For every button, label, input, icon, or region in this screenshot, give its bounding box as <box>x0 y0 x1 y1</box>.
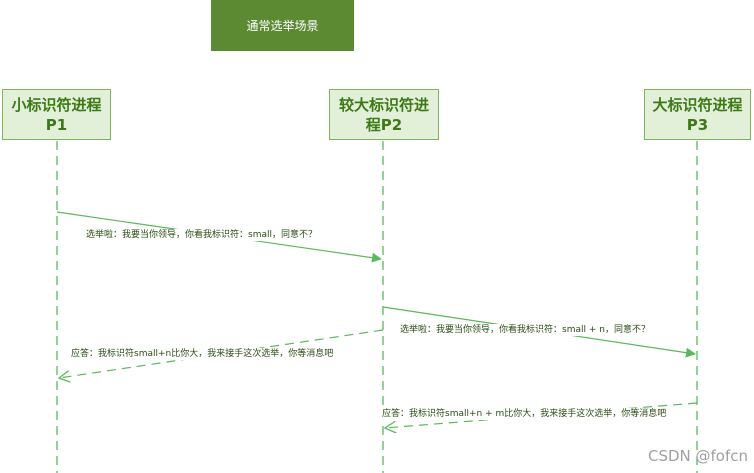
actor-p1-id: P1 <box>45 115 68 134</box>
actor-p2: 较大标识符进 程P2 <box>329 89 439 140</box>
actor-p1: 小标识符进程 P1 <box>2 89 111 140</box>
actor-p3-id: P3 <box>686 115 709 134</box>
actor-p2-name: 较大标识符进 <box>338 95 429 114</box>
reply-label-1: 应答：我标识符small+n比你大，我来接手这次选举，你等消息吧 <box>70 348 335 360</box>
message-label-2: 选举啦：我要当你领导，你看我标识符：small + n，同意不？ <box>399 324 651 336</box>
reply-label-2: 应答：我标识符small+n + m比你大，我来接手这次选举，你等消息吧 <box>381 408 668 420</box>
actor-p1-name: 小标识符进程 <box>11 95 102 114</box>
watermark: CSDN @fofcn <box>647 447 748 465</box>
message-label-1: 选举啦：我要当你领导，你看我标识符：small，同意不？ <box>85 229 318 241</box>
actor-p3-name: 大标识符进程 <box>652 95 743 114</box>
actor-p3: 大标识符进程 P3 <box>644 89 751 140</box>
actor-p2-id: 程P2 <box>365 115 403 134</box>
diagram-title: 通常选举场景 <box>211 0 354 51</box>
reply-arrow-p2-to-p1 <box>59 329 384 378</box>
